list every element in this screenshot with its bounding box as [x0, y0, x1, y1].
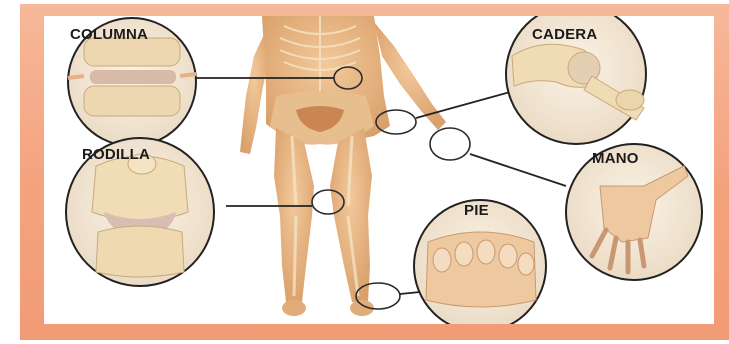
label-mano: MANO [592, 150, 639, 167]
label-cadera: CADERA [532, 26, 597, 43]
label-rodilla: RODILLA [82, 146, 150, 163]
label-columna: COLUMNA [70, 26, 148, 43]
anatomy-illustration [44, 16, 714, 324]
anatomy-panel: COLUMNA CADERA RODILLA MANO PIE [44, 16, 714, 324]
label-pie: PIE [464, 202, 489, 219]
